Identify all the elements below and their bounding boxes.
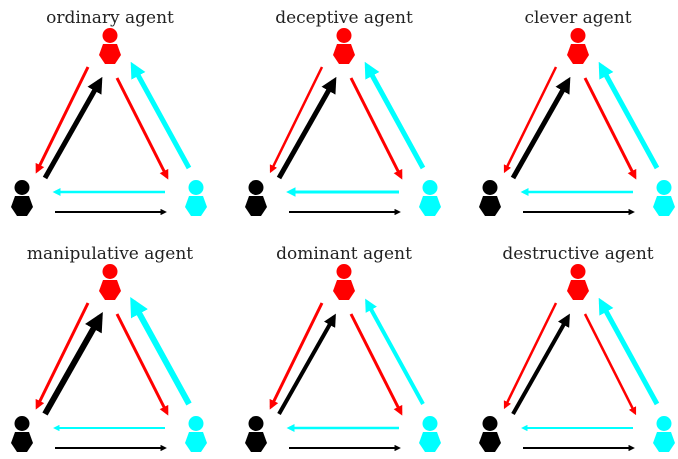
arrow-red-to-black bbox=[269, 302, 324, 410]
cyan-agent-icon bbox=[185, 416, 207, 452]
panel-title: dominant agent bbox=[276, 244, 412, 264]
arrow-red-to-cyan bbox=[583, 77, 637, 180]
red-agent-icon bbox=[99, 28, 121, 64]
panel-title: ordinary agent bbox=[46, 8, 174, 28]
arrow-red-to-cyan bbox=[349, 77, 403, 180]
panel-title: manipulative agent bbox=[27, 244, 193, 264]
panel-manipulative-agent: manipulative agent bbox=[11, 244, 207, 452]
arrow-cyan-to-red bbox=[364, 61, 426, 170]
arrow-black-to-red bbox=[42, 311, 103, 416]
black-agent-icon bbox=[245, 416, 267, 452]
arrow-red-to-black bbox=[503, 302, 558, 410]
panel-deceptive-agent: deceptive agent bbox=[245, 8, 441, 216]
arrow-red-to-cyan bbox=[583, 313, 637, 416]
panel-title: destructive agent bbox=[502, 244, 653, 264]
red-agent-icon bbox=[567, 264, 589, 300]
arrow-black-to-red bbox=[510, 76, 571, 180]
arrow-cyan-to-red bbox=[365, 298, 425, 405]
cyan-agent-icon bbox=[653, 180, 675, 216]
red-agent-icon bbox=[567, 28, 589, 64]
arrow-cyan-to-red bbox=[598, 297, 660, 406]
red-agent-icon bbox=[333, 264, 355, 300]
arrow-black-to-red bbox=[277, 313, 336, 415]
black-agent-icon bbox=[11, 180, 33, 216]
cyan-agent-icon bbox=[653, 416, 675, 452]
red-agent-icon bbox=[333, 28, 355, 64]
panel-title: clever agent bbox=[524, 8, 631, 28]
arrow-black-to-red bbox=[276, 76, 337, 180]
black-agent-icon bbox=[479, 416, 501, 452]
panel-ordinary-agent: ordinary agent bbox=[11, 8, 207, 216]
arrow-red-to-black bbox=[269, 66, 324, 174]
arrow-cyan-to-red bbox=[598, 61, 660, 170]
arrow-black-to-red bbox=[511, 313, 570, 415]
panel-dominant-agent: dominant agent bbox=[245, 244, 441, 452]
cyan-agent-icon bbox=[185, 180, 207, 216]
panel-destructive-agent: destructive agent bbox=[479, 244, 675, 452]
black-agent-icon bbox=[479, 180, 501, 216]
red-agent-icon bbox=[99, 264, 121, 300]
arrow-red-to-black bbox=[35, 66, 90, 174]
arrow-cyan-to-red bbox=[130, 296, 192, 406]
arrow-cyan-to-red bbox=[130, 61, 192, 170]
panel-clever-agent: clever agent bbox=[479, 8, 675, 216]
panel-title: deceptive agent bbox=[275, 8, 413, 28]
arrow-black-to-red bbox=[42, 76, 103, 180]
black-agent-icon bbox=[11, 416, 33, 452]
cyan-agent-icon bbox=[419, 180, 441, 216]
arrow-red-to-black bbox=[503, 66, 558, 174]
arrow-red-to-cyan bbox=[115, 313, 169, 416]
arrow-red-to-cyan bbox=[349, 313, 403, 416]
arrow-red-to-cyan bbox=[115, 77, 169, 180]
cyan-agent-icon bbox=[419, 416, 441, 452]
arrow-red-to-black bbox=[35, 302, 90, 410]
black-agent-icon bbox=[245, 180, 267, 216]
